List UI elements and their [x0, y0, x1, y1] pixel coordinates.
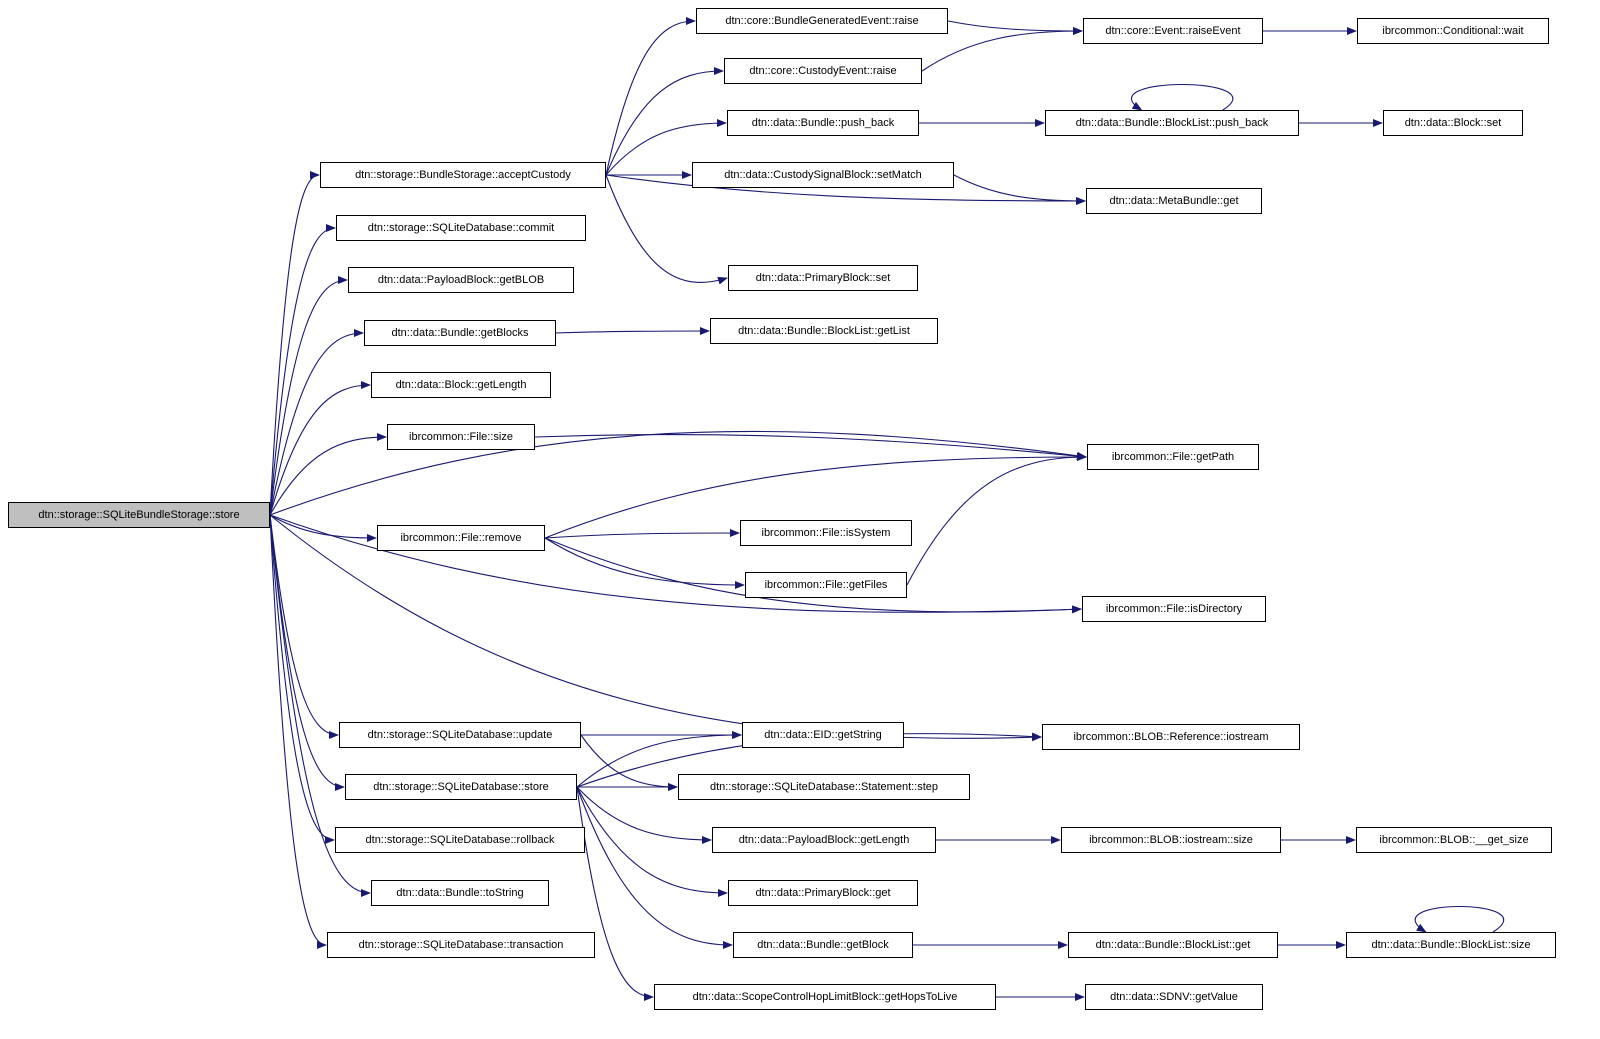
- graph-node-sdnvGetValue[interactable]: dtn::data::SDNV::getValue: [1085, 984, 1263, 1010]
- graph-node-acceptCustody[interactable]: dtn::storage::BundleStorage::acceptCusto…: [320, 162, 606, 188]
- edge-store-to-acceptCustody: [269, 171, 320, 516]
- edge-store-to-getBlocks: [269, 329, 364, 516]
- graph-node-dbUpdate[interactable]: dtn::storage::SQLiteDatabase::update: [339, 722, 581, 748]
- edge-getBlocks-to-getList: [555, 327, 710, 336]
- graph-node-fileSize[interactable]: ibrcommon::File::size: [387, 424, 535, 450]
- graph-node-commit[interactable]: dtn::storage::SQLiteDatabase::commit: [336, 215, 586, 241]
- edge-store-to-fileSize: [269, 433, 387, 516]
- graph-node-step[interactable]: dtn::storage::SQLiteDatabase::Statement:…: [678, 774, 970, 800]
- graph-node-blobSize[interactable]: ibrcommon::BLOB::iostream::size: [1061, 827, 1281, 853]
- edge-blPushBack-to-blPushBack: [1131, 83, 1234, 111]
- graph-node-metaGet[interactable]: dtn::data::MetaBundle::get: [1086, 188, 1262, 214]
- graph-node-getList[interactable]: dtn::data::Bundle::BlockList::getList: [710, 318, 938, 344]
- graph-node-getBlocks[interactable]: dtn::data::Bundle::getBlocks: [364, 320, 556, 346]
- graph-node-setMatch[interactable]: dtn::data::CustodySignalBlock::setMatch: [692, 162, 954, 188]
- edge-acceptCustody-to-ceRaise: [605, 67, 724, 176]
- graph-node-toString[interactable]: dtn::data::Bundle::toString: [371, 880, 549, 906]
- edge-ceRaise-to-raiseEvent: [921, 27, 1083, 72]
- edge-acceptCustody-to-bundlePushBack: [605, 119, 727, 176]
- edge-blSize-to-blSize: [1414, 905, 1504, 933]
- graph-node-bundlePushBack[interactable]: dtn::data::Bundle::push_back: [727, 110, 919, 136]
- graph-node-blobIostream[interactable]: ibrcommon::BLOB::Reference::iostream: [1042, 724, 1300, 750]
- graph-node-store[interactable]: dtn::storage::SQLiteBundleStorage::store: [8, 502, 270, 528]
- graph-node-dbStore[interactable]: dtn::storage::SQLiteDatabase::store: [345, 774, 577, 800]
- graph-node-getBLOB[interactable]: dtn::data::PayloadBlock::getBLOB: [348, 267, 574, 293]
- graph-node-condWait[interactable]: ibrcommon::Conditional::wait: [1357, 18, 1549, 44]
- graph-node-blPushBack[interactable]: dtn::data::Bundle::BlockList::push_back: [1045, 110, 1299, 136]
- graph-node-raiseEvent[interactable]: dtn::core::Event::raiseEvent: [1083, 18, 1263, 44]
- graph-node-primaryGet[interactable]: dtn::data::PrimaryBlock::get: [728, 880, 918, 906]
- edge-fileRemove-to-isSystem: [544, 529, 740, 539]
- graph-node-primarySet[interactable]: dtn::data::PrimaryBlock::set: [728, 265, 918, 291]
- edge-acceptCustody-to-metaGet: [605, 174, 1086, 205]
- edge-getFiles-to-getPath: [906, 453, 1087, 586]
- graph-node-bgeRaise[interactable]: dtn::core::BundleGeneratedEvent::raise: [696, 8, 948, 34]
- graph-node-transaction[interactable]: dtn::storage::SQLiteDatabase::transactio…: [327, 932, 595, 958]
- graph-node-ceRaise[interactable]: dtn::core::CustodyEvent::raise: [724, 58, 922, 84]
- graph-node-fileRemove[interactable]: ibrcommon::File::remove: [377, 525, 545, 551]
- graph-node-getPath[interactable]: ibrcommon::File::getPath: [1087, 444, 1259, 470]
- graph-node-getFiles[interactable]: ibrcommon::File::getFiles: [745, 572, 907, 598]
- edge-store-to-transaction: [269, 514, 327, 949]
- graph-node-blSize[interactable]: dtn::data::Bundle::BlockList::size: [1346, 932, 1556, 958]
- edge-fileRemove-to-isDirectory: [544, 537, 1082, 614]
- edge-acceptCustody-to-bgeRaise: [605, 17, 696, 176]
- edge-store-to-commit: [269, 224, 336, 516]
- graph-node-eidGetString[interactable]: dtn::data::EID::getString: [742, 722, 904, 748]
- edge-setMatch-to-metaGet: [953, 174, 1086, 205]
- edge-store-to-dbRollback: [269, 514, 335, 844]
- graph-node-isSystem[interactable]: ibrcommon::File::isSystem: [740, 520, 912, 546]
- edge-dbStore-to-eidGetString: [576, 731, 742, 788]
- edge-dbStore-to-payloadGetLength: [576, 786, 712, 844]
- graph-node-blGet[interactable]: dtn::data::Bundle::BlockList::get: [1068, 932, 1278, 958]
- edge-store-to-fileRemove: [269, 514, 377, 542]
- edge-dbStore-to-getHops: [576, 786, 654, 1001]
- graph-node-blobGetSize[interactable]: ibrcommon::BLOB::__get_size: [1356, 827, 1552, 853]
- graph-node-payloadGetLength[interactable]: dtn::data::PayloadBlock::getLength: [712, 827, 936, 853]
- graph-node-getBlock[interactable]: dtn::data::Bundle::getBlock: [733, 932, 913, 958]
- edge-store-to-toString: [269, 514, 371, 897]
- edge-fileSize-to-getPath: [534, 433, 1087, 461]
- graph-node-isDirectory[interactable]: ibrcommon::File::isDirectory: [1082, 596, 1266, 622]
- edge-store-to-getBLOB: [269, 276, 348, 516]
- graph-node-getHops[interactable]: dtn::data::ScopeControlHopLimitBlock::ge…: [654, 984, 996, 1010]
- edge-dbStore-to-primaryGet: [576, 786, 728, 897]
- graph-node-dbRollback[interactable]: dtn::storage::SQLiteDatabase::rollback: [335, 827, 585, 853]
- edge-fileRemove-to-getPath: [544, 453, 1087, 539]
- edge-store-to-blobIostream: [269, 514, 1042, 742]
- edge-store-to-blockGetLength: [269, 381, 371, 516]
- edge-acceptCustody-to-primarySet: [605, 174, 728, 285]
- edge-fileRemove-to-getFiles: [544, 537, 745, 589]
- edge-group: [269, 17, 1504, 1001]
- edge-store-to-dbUpdate: [269, 514, 339, 739]
- graph-node-blockSet[interactable]: dtn::data::Block::set: [1383, 110, 1523, 136]
- edge-dbStore-to-getBlock: [576, 786, 733, 949]
- graph-node-blockGetLength[interactable]: dtn::data::Block::getLength: [371, 372, 551, 398]
